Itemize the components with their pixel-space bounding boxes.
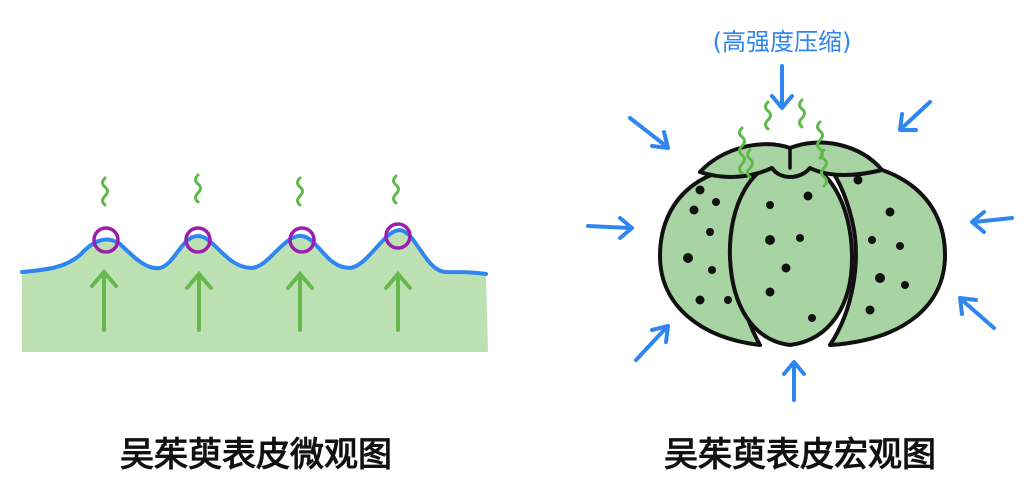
micro-view-caption: 吴茱萸表皮微观图 bbox=[120, 435, 392, 475]
vapor-icon bbox=[746, 148, 754, 179]
vapor-icon bbox=[798, 98, 806, 129]
vapor-icon bbox=[392, 174, 400, 205]
pressure-arrow-icon bbox=[970, 210, 1014, 234]
pressure-arrows bbox=[586, 64, 1014, 402]
gland-circle-icon bbox=[384, 222, 412, 250]
bump-4 bbox=[384, 174, 412, 332]
pressure-arrow-icon bbox=[634, 324, 670, 362]
vapor-icon bbox=[764, 100, 772, 131]
upward-arrow-icon bbox=[90, 268, 118, 332]
pressure-note: (高强度压缩) bbox=[713, 28, 852, 56]
vapor-icon bbox=[194, 173, 202, 204]
gland-circle-icon bbox=[288, 226, 316, 254]
pressure-arrow-icon bbox=[898, 100, 932, 132]
macro-view-panel: (高强度压缩) bbox=[586, 28, 1014, 475]
gland-circle-icon bbox=[92, 226, 120, 254]
skin-body bbox=[22, 230, 488, 352]
gland-circle-icon bbox=[184, 226, 212, 254]
pressure-arrow-icon bbox=[782, 360, 806, 402]
fruit bbox=[658, 140, 947, 347]
fruit-lobe-right bbox=[823, 159, 947, 347]
upward-arrow-icon bbox=[185, 270, 213, 332]
pressure-arrow-icon bbox=[958, 296, 996, 330]
vapor-icon bbox=[101, 176, 109, 207]
micro-view-panel: 吴茱萸表皮微观图 bbox=[20, 173, 488, 475]
bump-3 bbox=[286, 176, 316, 332]
pressure-arrow-icon bbox=[770, 64, 794, 110]
fruit-vapor bbox=[738, 98, 828, 188]
vapor-icon bbox=[738, 126, 746, 175]
fruit-lobe-middle bbox=[727, 158, 854, 347]
pressure-arrow-icon bbox=[586, 216, 634, 240]
bump-2 bbox=[184, 173, 213, 332]
vapor-icon bbox=[820, 148, 828, 188]
vapor-icon bbox=[296, 176, 304, 207]
pressure-arrow-icon bbox=[628, 116, 670, 150]
skin-surface-line bbox=[20, 227, 488, 276]
upward-arrow-icon bbox=[286, 270, 314, 332]
bump-1 bbox=[90, 176, 120, 332]
upward-arrow-icon bbox=[384, 270, 412, 332]
oil-gland-dots bbox=[683, 175, 909, 322]
macro-view-caption: 吴茱萸表皮宏观图 bbox=[664, 435, 936, 475]
